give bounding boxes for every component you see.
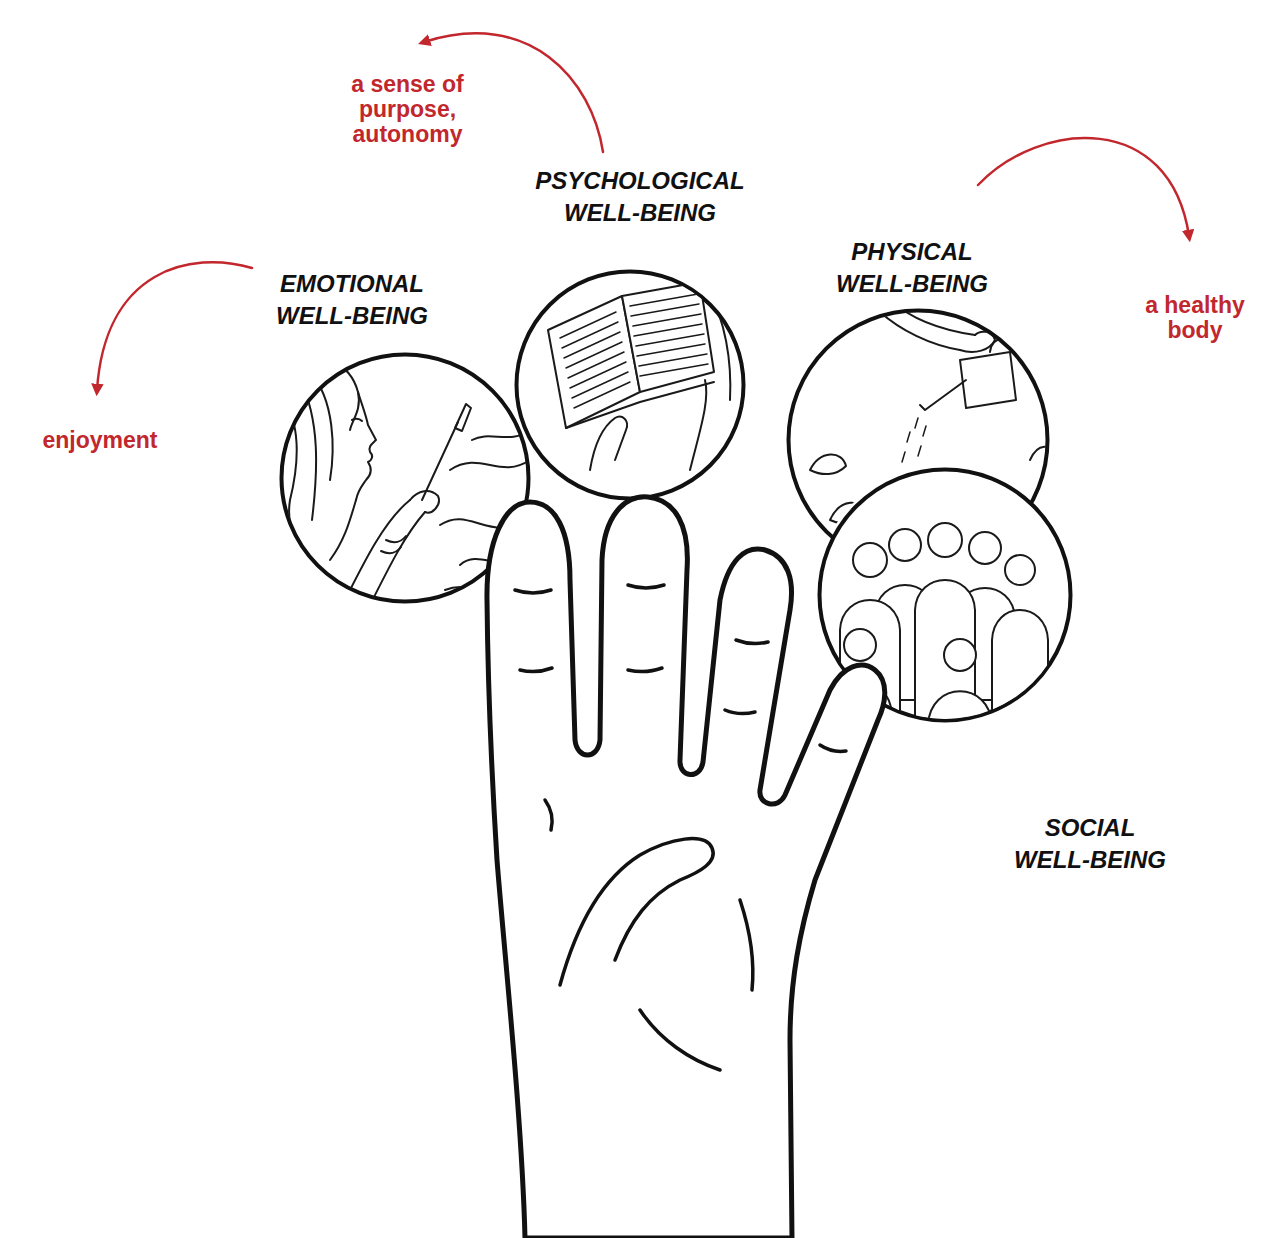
callout-text: a sense of purpose, autonomy: [330, 72, 485, 147]
hand-lines-part: [545, 800, 552, 830]
gardening-sketch-part: [880, 312, 960, 350]
reading-sketch-part: [708, 290, 730, 400]
reading-sketch-part: [690, 380, 706, 470]
group-sketch-part: [928, 523, 962, 557]
hand-lines-part: [560, 839, 713, 985]
gardening-sketch-part: [990, 339, 1012, 352]
reading-sketch-part: [720, 300, 746, 420]
painting-sketch-part: [330, 500, 356, 560]
group-sketch-part: [944, 639, 976, 671]
callout-holder: a healthy body: [1125, 293, 1265, 343]
painting-sketch-part: [352, 419, 362, 421]
group-sketch-part: [969, 532, 1001, 564]
gardening-sketch: [800, 300, 1054, 540]
painting-sketch-part: [381, 547, 401, 553]
callout-holder: enjoyment: [20, 428, 180, 453]
hand-lines-part: [515, 590, 551, 593]
group-sketch-part: [992, 610, 1048, 730]
hand-lines-part: [740, 900, 753, 990]
hand-lines-part: [640, 1010, 720, 1070]
gardening-sketch-part: [902, 418, 926, 462]
painting-sketch-part: [345, 500, 410, 600]
circle-border: [517, 272, 744, 499]
gardening-sketch-part: [1030, 447, 1054, 460]
reading-sketch-part: [622, 282, 714, 392]
group-sketch-part: [853, 543, 887, 577]
hand-lines-part: [820, 745, 846, 751]
group-sketch-part: [1005, 555, 1035, 585]
reading-sketch: [520, 260, 746, 470]
node-heading: EMOTIONAL WELL-BEING: [276, 268, 428, 332]
painting-sketch-part: [386, 536, 406, 542]
hand-lines: [515, 585, 846, 1070]
hand-lines-part: [725, 710, 755, 714]
gardening-sketch-part: [960, 352, 1016, 408]
group-sketch-part: [844, 629, 876, 661]
hand-lines-part: [520, 668, 552, 672]
painting-sketch-part: [290, 357, 359, 430]
callout-text: enjoyment: [20, 428, 180, 453]
callout-arrows-part: [978, 138, 1189, 236]
hand-lines-part: [628, 668, 662, 672]
gardening-sketch-part: [890, 300, 975, 335]
painting-sketch-part: [300, 380, 316, 520]
gardening-sketch-part: [810, 454, 846, 474]
callout-holder: a sense of purpose, autonomy: [330, 72, 485, 147]
reading-sketch-part: [560, 312, 630, 408]
hand-outline: [487, 497, 885, 1238]
callout-arrows-part: [424, 33, 603, 152]
painting-sketch-part: [370, 512, 425, 605]
painting-sketch-part: [422, 422, 458, 500]
node-heading: SOCIAL WELL-BEING: [1014, 812, 1166, 876]
gardening-sketch-part: [920, 380, 966, 410]
reading-sketch-part: [566, 382, 714, 428]
reading-sketch-part: [520, 260, 570, 320]
node-heading: PHYSICAL WELL-BEING: [836, 236, 988, 300]
reading-sketch-part: [630, 294, 708, 376]
painting-sketch-part: [356, 392, 376, 500]
painting-sketch-part: [472, 430, 530, 440]
callout-text: a healthy body: [1125, 293, 1265, 343]
group-sketch-part: [889, 529, 921, 561]
node-heading: PSYCHOLOGICAL WELL-BEING: [535, 165, 744, 229]
callout-arrows-part: [97, 262, 252, 390]
group-sketch-part: [928, 691, 992, 760]
painting-sketch-part: [455, 404, 471, 431]
reading-sketch-part: [590, 417, 627, 470]
hand-lines-part: [736, 640, 768, 644]
hand-lines-part: [628, 585, 664, 588]
painting-sketch-part: [450, 460, 530, 470]
painting-sketch-part: [310, 372, 333, 480]
